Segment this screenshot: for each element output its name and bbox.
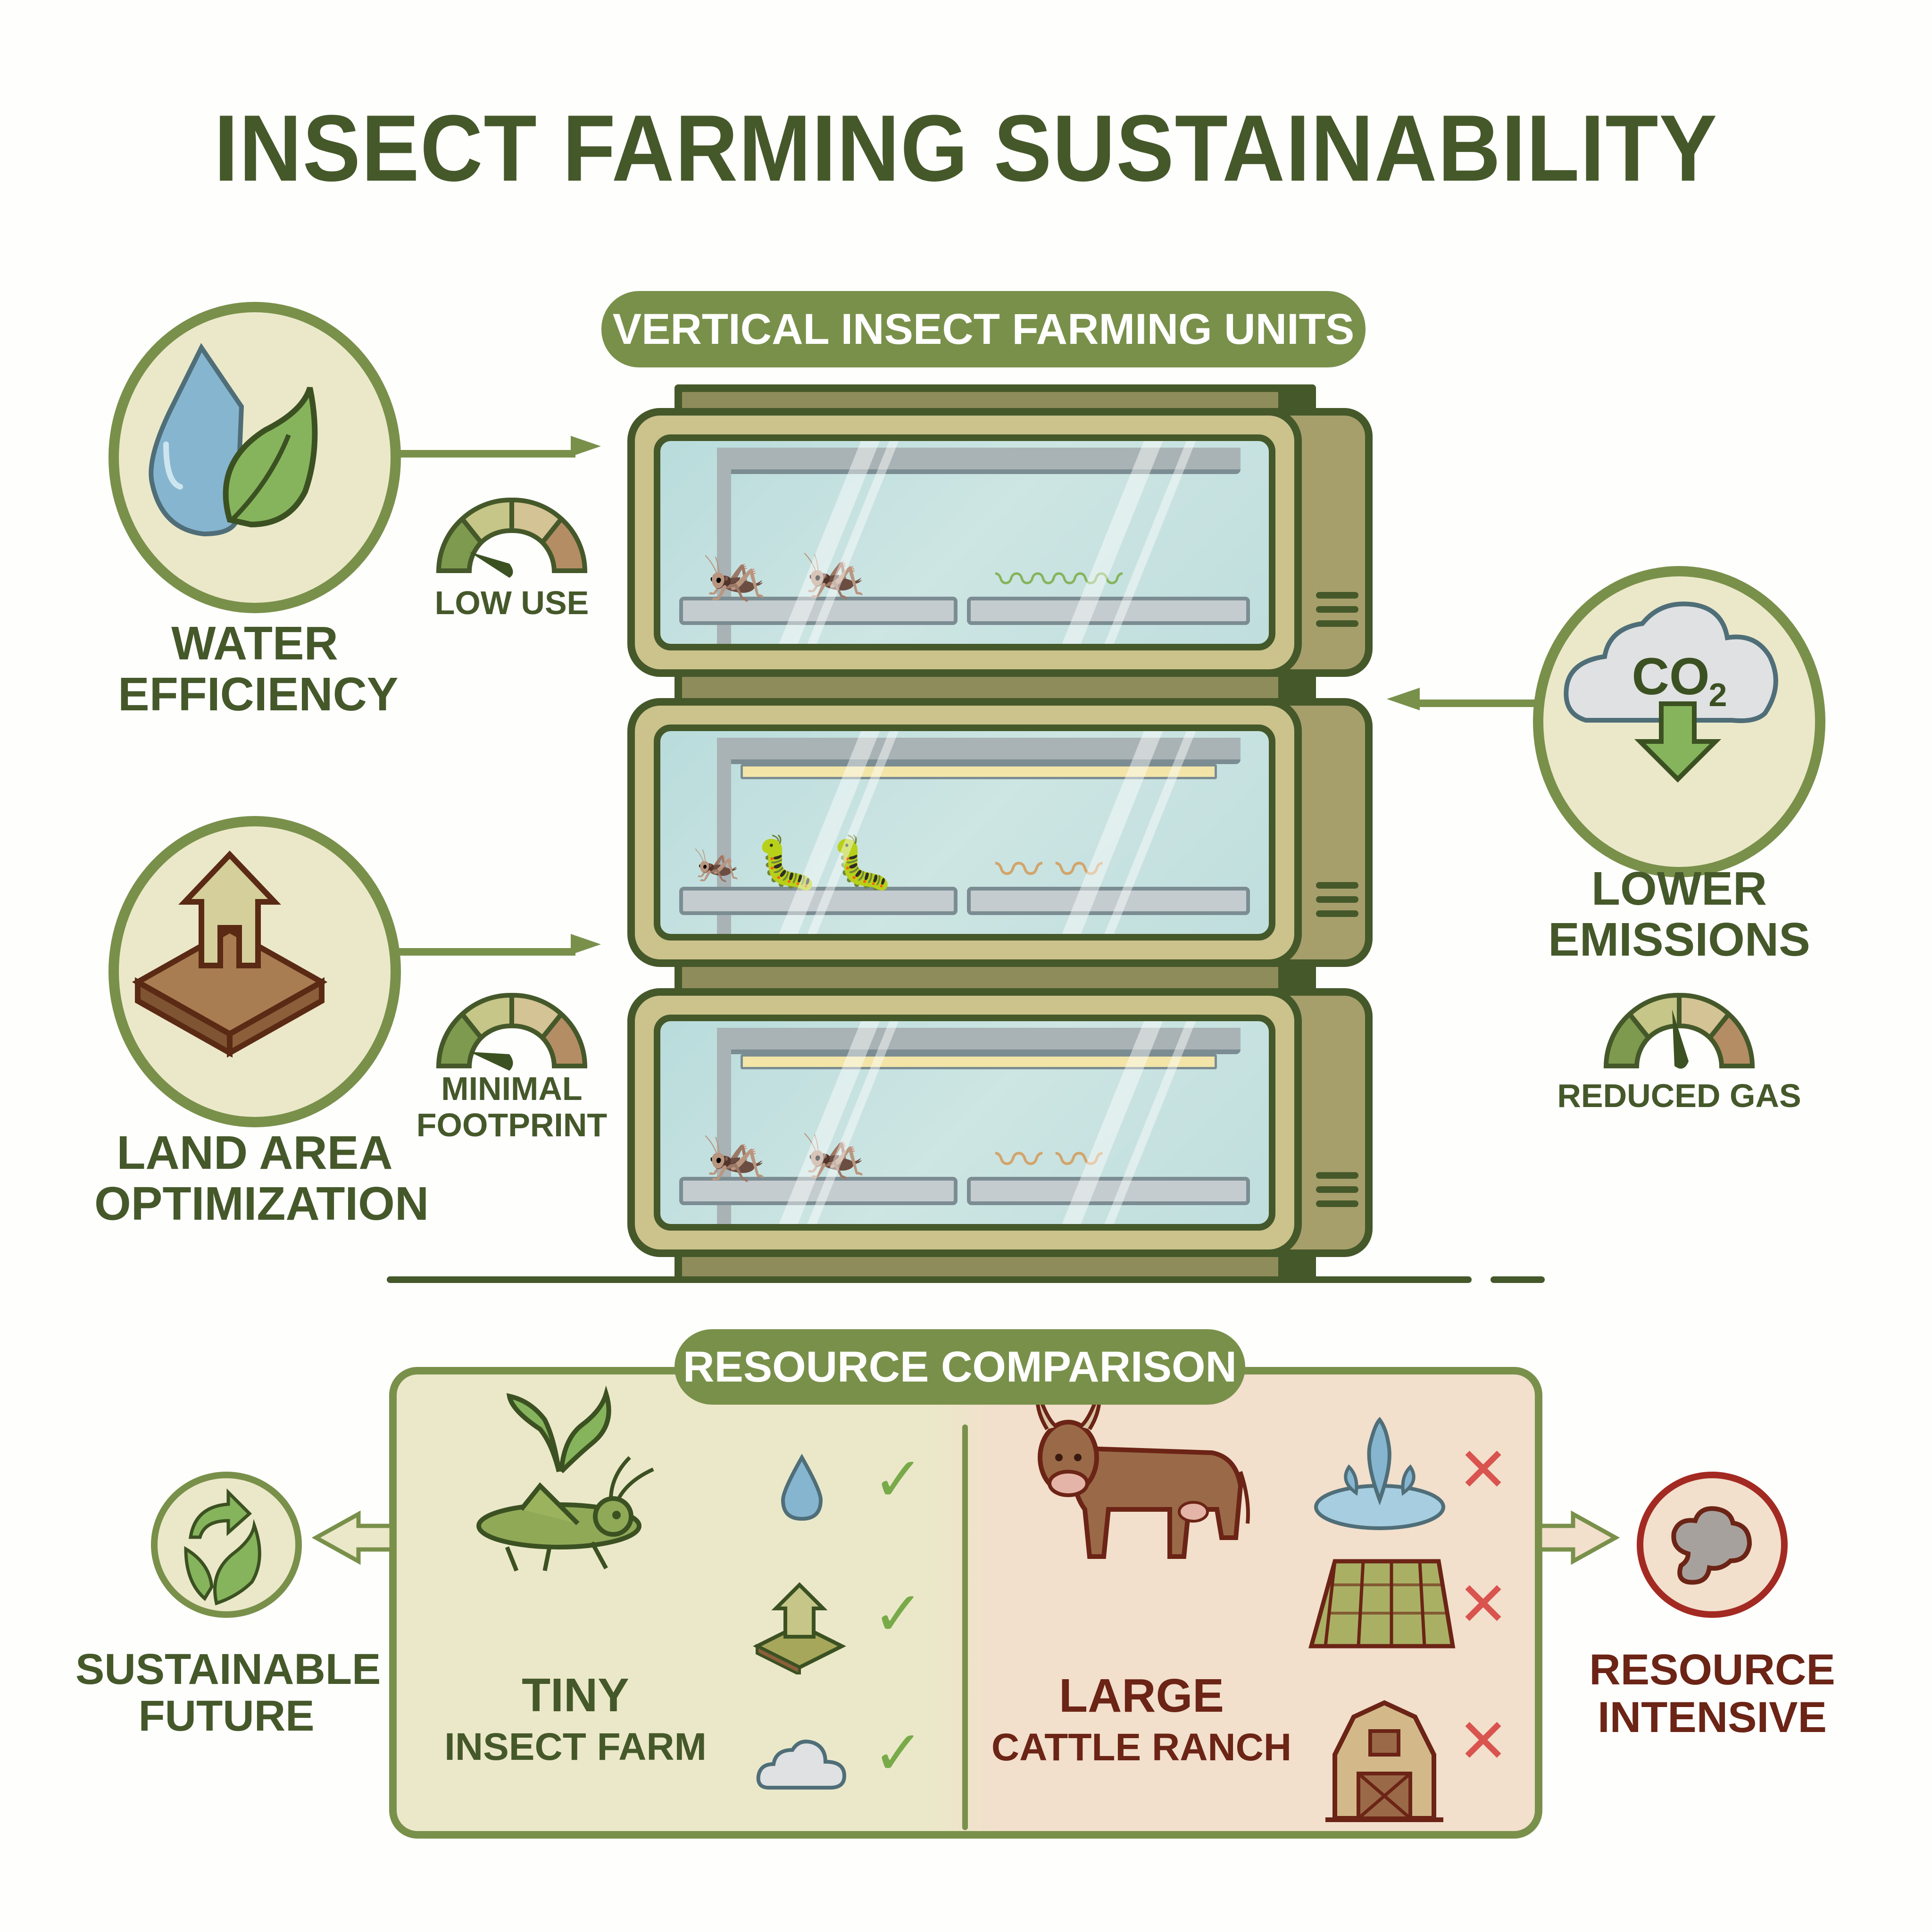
- check-icon: ✓: [873, 1445, 924, 1514]
- cricket-icon: 🦗: [693, 842, 741, 884]
- cross-icon: ✕: [1457, 1570, 1509, 1639]
- farm-unit-tier-3: 🦗 🦗 〰 〰: [618, 988, 1373, 1262]
- grasshopper-icon: 🦗: [802, 544, 866, 602]
- lamp-bar: [717, 448, 1241, 474]
- land-gauge-label-line2: FOOTPRINT: [416, 1107, 608, 1143]
- co2-cloud-down-icon: CO 2: [1564, 601, 1778, 783]
- svg-text:2: 2: [1709, 676, 1727, 713]
- left-outline-arrow-icon: [311, 1510, 394, 1565]
- emissions-arrow-head-icon: [1387, 688, 1420, 710]
- large-label: LARGE: [1059, 1669, 1224, 1722]
- water-label-line2: EFFICIENCY: [118, 668, 399, 721]
- sustainable-line1: SUSTAINABLE: [75, 1645, 381, 1693]
- check-icon: ✓: [873, 1579, 924, 1648]
- land-gauge-icon: [436, 992, 588, 1071]
- farmland-icon: [1308, 1559, 1456, 1649]
- ground-line-dash: [1491, 1276, 1545, 1283]
- land-label-line2: OPTIMIZATION: [94, 1177, 429, 1230]
- mealworm-icon: 〰〰〰: [995, 557, 1123, 604]
- water-splash-icon: [1314, 1416, 1445, 1530]
- water-efficiency-label: WATER EFFICIENCY: [118, 617, 399, 721]
- page-title: INSECT FARMING SUSTAINABILITY: [214, 96, 1718, 201]
- emissions-label-line1: LOWER: [1591, 862, 1767, 915]
- mealworm-icon: 〰 〰: [995, 1134, 1103, 1187]
- lamp-bar: [717, 738, 1241, 764]
- water-drop-leaf-icon: [149, 343, 318, 537]
- water-gauge-label: LOW USE: [434, 584, 589, 621]
- land-gauge-label: MINIMAL FOOTPRINT: [415, 1071, 608, 1143]
- cross-icon: ✕: [1457, 1435, 1509, 1504]
- farm-unit-tier-1: 🦗 🦗 〰〰〰: [618, 408, 1373, 682]
- resource-intensive-circle: [1637, 1472, 1788, 1618]
- water-label-line1: WATER: [171, 617, 338, 670]
- unit-glass: 🦗 🦗 〰〰〰: [654, 434, 1275, 650]
- water-drop-icon: [781, 1453, 823, 1521]
- water-gauge-icon: [436, 497, 588, 578]
- check-icon: ✓: [873, 1718, 924, 1787]
- mealworm-icon: 〰 〰: [995, 844, 1103, 897]
- unit-glass: 🦗 🦗 〰 〰: [654, 1015, 1275, 1231]
- land-area-label: LAND AREA OPTIMIZATION: [94, 1126, 429, 1230]
- farm-unit-tier-2: 🦗 🐛 🐛 〰 〰: [618, 698, 1373, 972]
- comparison-divider: [962, 1424, 968, 1830]
- grasshopper-icon: 🦗: [703, 1126, 767, 1184]
- smoke-cloud-icon: [1671, 1506, 1752, 1585]
- land-arrow-line: [396, 948, 575, 956]
- cross-icon: ✕: [1457, 1707, 1509, 1775]
- recycle-leaves-icon: [184, 1488, 261, 1606]
- right-tray: [967, 887, 1250, 915]
- lower-emissions-label: LOWER EMISSIONS: [1524, 863, 1835, 965]
- unit-frame: 🦗 🦗 〰〰〰: [627, 408, 1302, 677]
- emissions-label-line2: EMISSIONS: [1548, 913, 1810, 966]
- right-tray: [967, 1177, 1250, 1205]
- emissions-gauge-label: REDUCED GAS: [1557, 1077, 1801, 1114]
- water-arrow-line: [396, 450, 575, 458]
- cloud-icon: [756, 1740, 847, 1790]
- resource-comparison-banner: RESOURCE COMPARISON: [675, 1329, 1245, 1405]
- grow-light: [741, 764, 1217, 779]
- sustainable-future-label: SUSTAINABLE FUTURE: [75, 1645, 381, 1740]
- cow-icon: [1035, 1391, 1250, 1559]
- water-arrow-head-icon: [571, 436, 601, 457]
- land-arrow-head-icon: [571, 934, 601, 955]
- unit-frame: 🦗 🦗 〰 〰: [627, 988, 1302, 1257]
- land-house-icon: [132, 850, 328, 1058]
- co2-text: CO: [1632, 648, 1710, 706]
- grasshopper-sprout-icon: [476, 1385, 654, 1572]
- cricket-nymph-icon: 🐛: [830, 834, 895, 892]
- water-efficiency-circle: [108, 302, 401, 613]
- intensive-line2: INTENSIVE: [1598, 1693, 1827, 1742]
- farm-units-banner: VERTICAL INSECT FARMING UNITS: [601, 291, 1366, 367]
- land-gauge-label-line1: MINIMAL: [441, 1070, 583, 1107]
- cattle-ranch-label: CATTLE RANCH: [991, 1726, 1292, 1769]
- cricket-nymph-icon: 🐛: [755, 834, 819, 892]
- emissions-gauge-icon: [1603, 992, 1755, 1069]
- unit-glass: 🦗 🐛 🐛 〰 〰: [654, 724, 1275, 941]
- emissions-arrow-line: [1410, 700, 1538, 707]
- left-tray: [679, 1177, 958, 1205]
- land-area-circle: [108, 816, 401, 1127]
- left-tray: [679, 887, 958, 915]
- right-tray: [967, 597, 1250, 625]
- insect-farm-label: INSECT FARM: [444, 1725, 707, 1768]
- lamp-bar: [717, 1028, 1241, 1054]
- grasshopper-icon: 🦗: [703, 546, 767, 604]
- barn-icon: [1325, 1700, 1443, 1822]
- land-icon: [753, 1582, 846, 1674]
- grow-light: [741, 1054, 1217, 1069]
- land-label-line1: LAND AREA: [117, 1126, 393, 1179]
- right-outline-arrow-icon: [1538, 1510, 1620, 1565]
- resource-intensive-label: RESOURCE INTENSIVE: [1566, 1646, 1858, 1741]
- intensive-line1: RESOURCE: [1589, 1646, 1835, 1694]
- tiny-label: TINY: [522, 1669, 629, 1722]
- sustainable-line2: FUTURE: [138, 1692, 315, 1740]
- left-tray: [679, 597, 958, 625]
- ground-line: [387, 1276, 1472, 1283]
- grasshopper-icon: 🦗: [802, 1124, 866, 1182]
- sustainable-future-circle: [151, 1472, 302, 1618]
- emissions-circle: CO 2: [1533, 566, 1825, 877]
- unit-frame: 🦗 🐛 🐛 〰 〰: [627, 698, 1302, 967]
